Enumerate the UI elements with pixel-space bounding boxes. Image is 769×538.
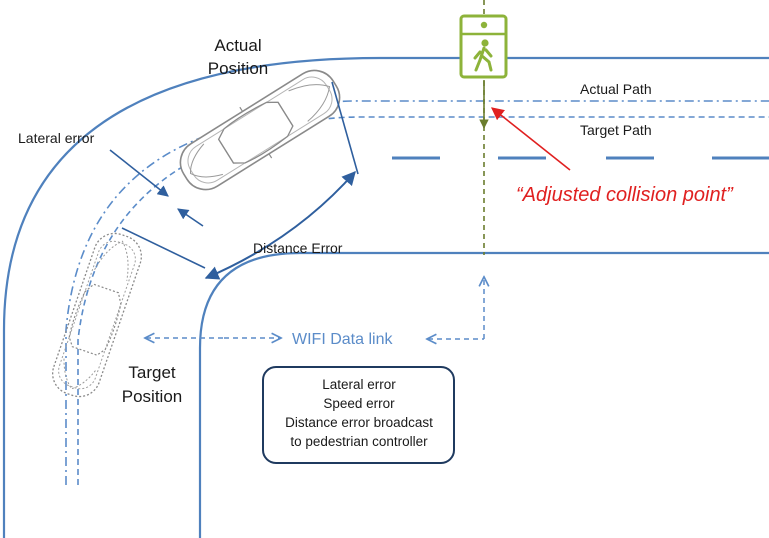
info-box-line-2: Speed error [323,396,395,411]
adjusted-collision-point-label: “Adjusted collision point” [516,184,734,206]
road-outer-edge [2,56,769,538]
target-path-label: Target Path [580,122,652,138]
lateral-error-indicator [109,149,204,227]
target-position-label-line1: Target [128,363,176,382]
target-position-label-line2: Position [122,387,182,406]
info-box-line-4: to pedestrian controller [290,434,428,449]
distance-error-label: Distance Error [253,240,343,256]
info-box [262,366,455,464]
actual-position-label-line1: Actual [214,36,261,55]
wifi-data-link-label: WIFI Data link [292,331,393,348]
collision-point-arrow [490,107,571,171]
info-box-line-3: Distance error broadcast [285,415,433,430]
info-box-line-1: Lateral error [322,377,396,392]
distance-error-indicator [121,81,359,280]
lateral-error-label: Lateral error [18,130,95,146]
actual-position-label-line2: Position [208,59,268,78]
actual-path-label: Actual Path [580,81,652,97]
wifi-data-link-arrows [146,278,484,339]
pedestrian-walk-signal-icon [459,14,508,79]
car-solid-outline-icon [179,69,341,191]
